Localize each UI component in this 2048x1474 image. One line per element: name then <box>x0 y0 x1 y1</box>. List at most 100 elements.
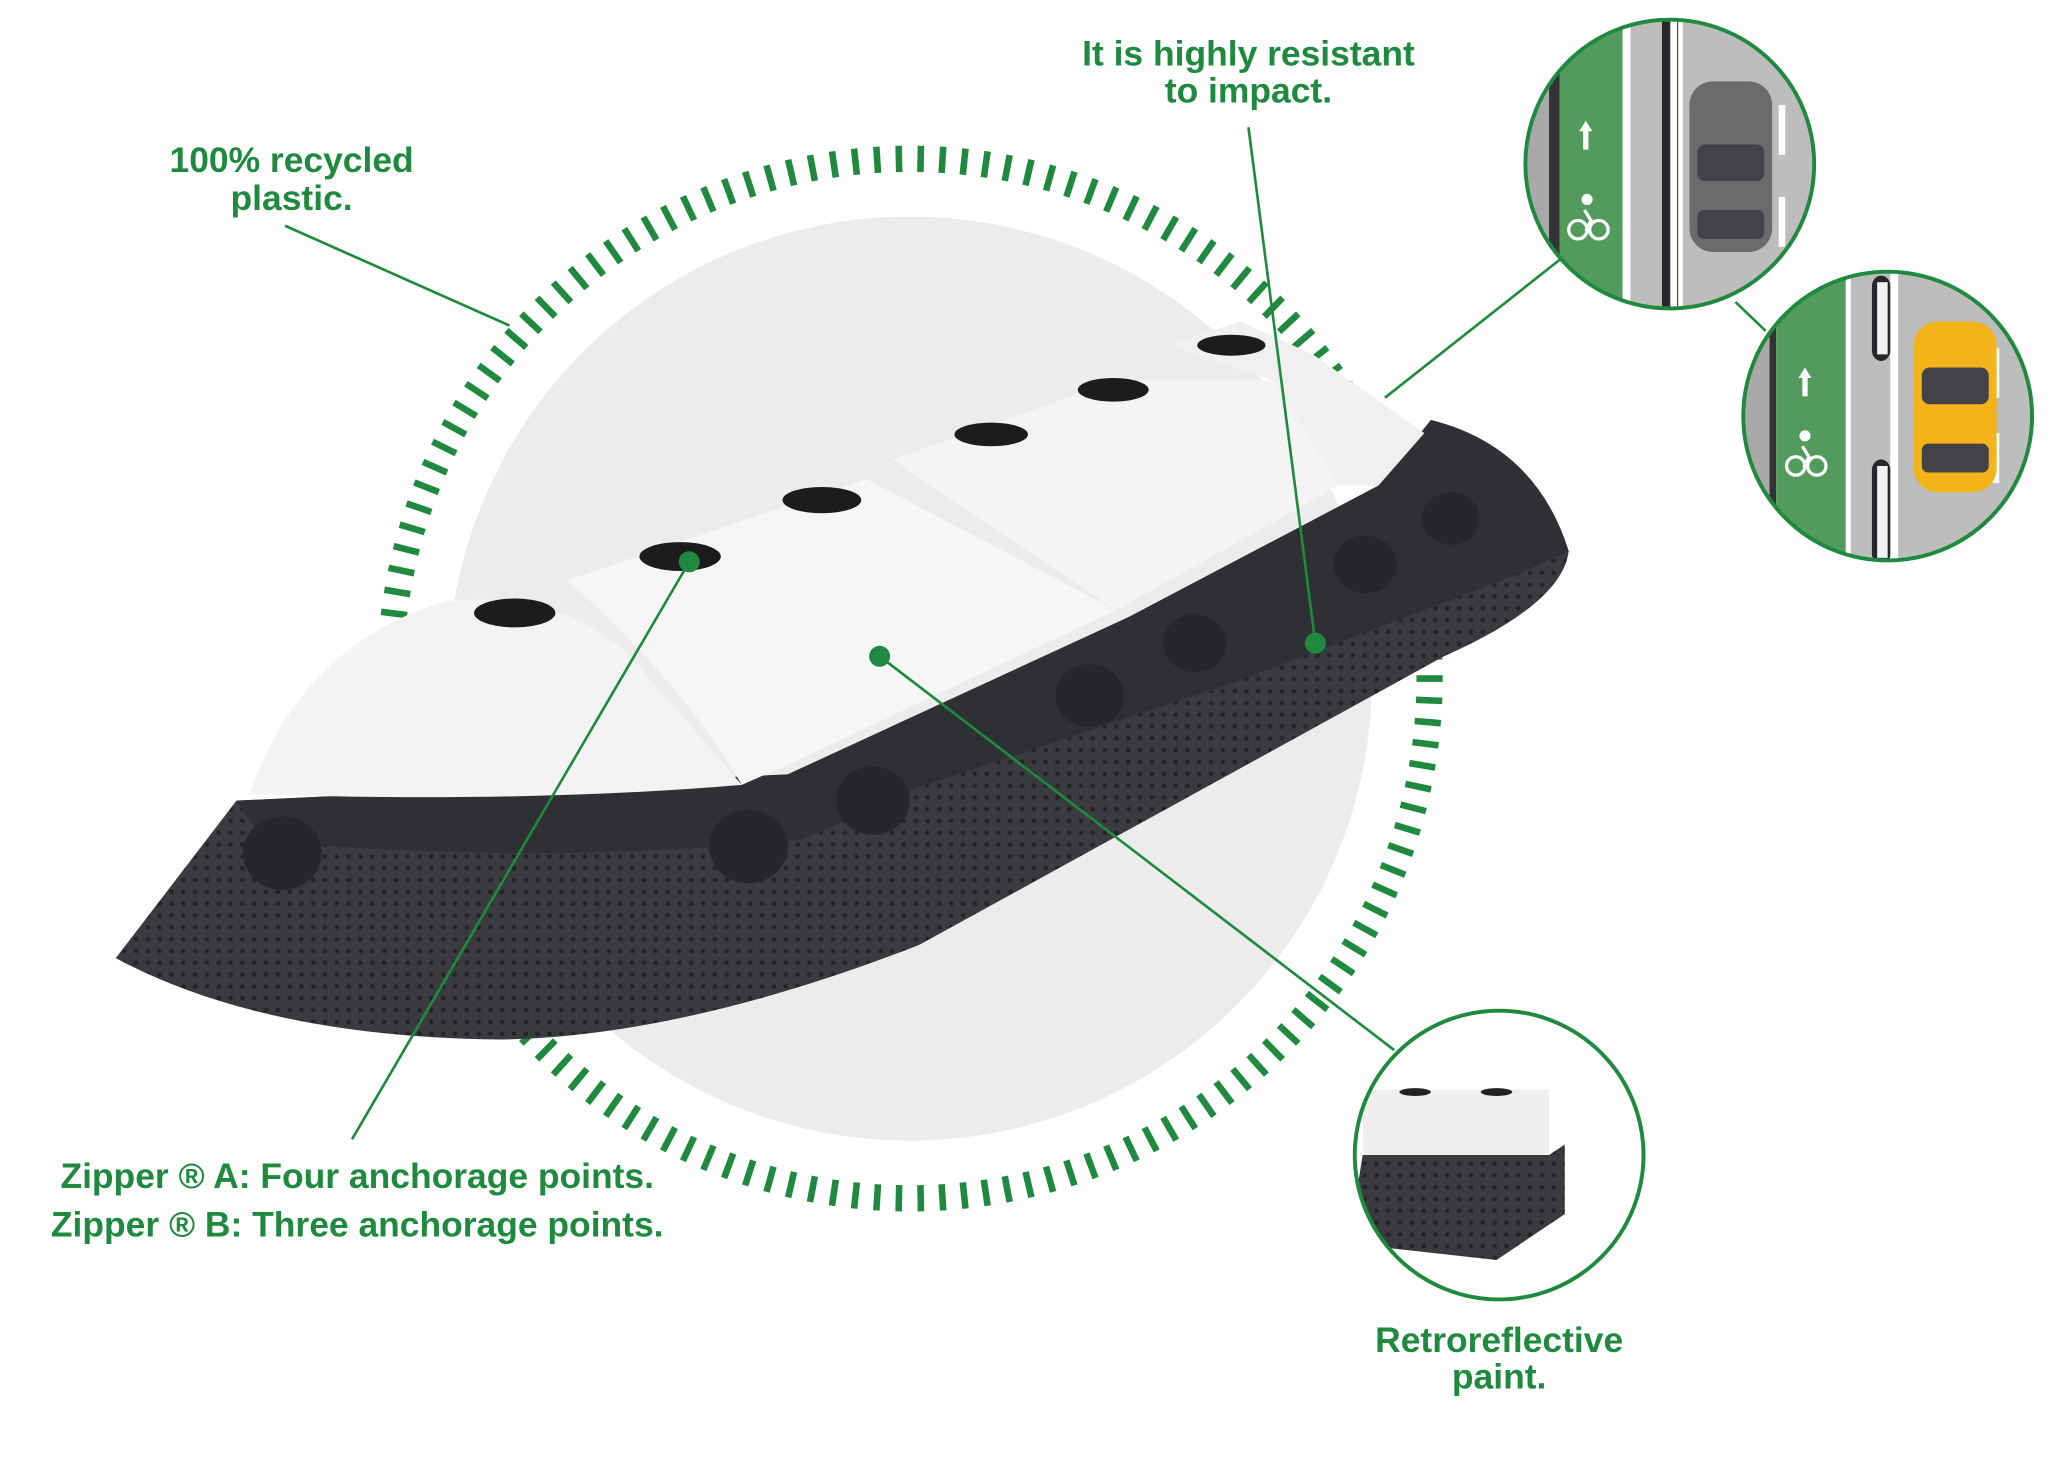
ring-dash <box>660 1126 678 1153</box>
ring-dash <box>763 1165 777 1193</box>
marker-dot-anchor <box>678 551 700 573</box>
ring-dash <box>959 1182 969 1209</box>
ring-dash <box>1213 252 1235 278</box>
ring-dash <box>1022 159 1035 187</box>
ring-dash <box>1261 1038 1286 1062</box>
ring-dash <box>742 1159 757 1187</box>
ring-dash <box>567 265 590 291</box>
ring-dash <box>784 159 798 187</box>
ring-dash <box>1230 1066 1253 1092</box>
car-icon <box>1913 321 1997 493</box>
ring-dash <box>602 239 624 265</box>
marker-dot-paint <box>869 645 891 667</box>
ring-dash <box>1063 170 1078 198</box>
ring-dash <box>1291 327 1316 351</box>
ring-dash <box>895 1185 903 1212</box>
ring-dash <box>431 438 458 457</box>
ring-dash <box>398 521 426 536</box>
ring-dash <box>917 1185 925 1212</box>
label-retroreflective-line-2: paint. <box>1452 1357 1546 1397</box>
label-zipper-a: Zipper ® A: Four anchorage points. <box>60 1156 654 1196</box>
ring-dash <box>763 164 777 192</box>
label-impact-line-2: to impact. <box>1165 70 1332 110</box>
ring-dash <box>1341 938 1368 958</box>
label-recycled-line-2: plastic. <box>231 178 353 218</box>
ring-dash <box>534 1038 558 1062</box>
ring-dash <box>602 1092 624 1119</box>
ring-dash <box>1414 717 1442 727</box>
ring-dash <box>621 1104 642 1131</box>
ring-dash <box>387 564 415 577</box>
ring-dash <box>700 186 717 213</box>
ring-dash <box>1103 186 1120 213</box>
ring-dash <box>1063 1159 1078 1187</box>
ring-dash <box>828 150 840 178</box>
ring-dash <box>1141 1126 1160 1153</box>
retroreflective-detail-circle <box>1352 1008 1646 1302</box>
ring-dash <box>1291 1007 1316 1030</box>
ring-dash <box>1408 759 1436 771</box>
ring-dash <box>1122 1135 1140 1163</box>
ring-dash <box>700 1144 717 1172</box>
label-impact-line-1: It is highly resistant <box>1082 34 1415 74</box>
ring-dash <box>1362 900 1389 919</box>
ring-dash <box>519 311 543 335</box>
ring-dash <box>1001 154 1013 182</box>
ring-dash <box>959 148 969 176</box>
ring-dash <box>421 458 449 476</box>
ring-dash <box>640 215 660 242</box>
ring-dash <box>1352 919 1379 939</box>
ring-dash <box>1022 1171 1035 1199</box>
ring-dash <box>1196 1092 1217 1119</box>
ring-dash <box>784 1171 798 1199</box>
ring-dash <box>550 1052 574 1077</box>
ring-dash <box>1196 239 1217 265</box>
ring-dash <box>585 1080 607 1106</box>
ring-dash <box>917 145 925 173</box>
product-base <box>115 420 1569 1040</box>
ring-dash <box>550 280 574 305</box>
product-top-block-1 <box>249 599 742 798</box>
ring-dash <box>980 1179 991 1207</box>
ring-dash <box>392 542 420 556</box>
ring-dash <box>1141 204 1160 232</box>
ring-dash <box>640 1115 660 1142</box>
product-top-block-4 <box>1168 321 1425 486</box>
ring-dash <box>1304 990 1330 1013</box>
ring-dash <box>1230 265 1253 291</box>
car-icon <box>1689 81 1773 253</box>
ring-dash <box>742 170 757 198</box>
ring-dash <box>938 1184 947 1211</box>
zipper-product-image <box>115 321 1569 1040</box>
bicycle-icon <box>1567 193 1610 241</box>
ring-dash <box>1276 311 1301 335</box>
ring-dash <box>720 1152 737 1180</box>
ring-dash <box>1103 1144 1120 1172</box>
ring-dash <box>621 226 642 253</box>
ring-dash <box>1276 1023 1301 1046</box>
ring-dash <box>476 362 502 384</box>
ring-dash <box>1317 973 1343 995</box>
ring-dash <box>567 1066 590 1092</box>
ring-dash <box>585 252 607 278</box>
label-zipper-b: Zipper ® B: Three anchorage points. <box>51 1204 664 1244</box>
ring-dash <box>1178 1104 1199 1131</box>
ring-dash <box>806 1175 819 1203</box>
ring-dash <box>1261 295 1286 319</box>
ring-dash <box>873 1184 882 1211</box>
ring-dash <box>1001 1175 1013 1203</box>
ring-dash <box>405 500 433 516</box>
ring-dash <box>806 154 819 182</box>
road-view-circle-2 <box>1741 269 2035 563</box>
arrow-up-icon <box>1798 367 1812 397</box>
ring-dash <box>504 327 529 351</box>
ring-dash <box>380 608 408 619</box>
ring-dash <box>1213 1080 1235 1106</box>
ring-dash <box>1246 280 1269 305</box>
ring-dash <box>679 195 698 222</box>
ring-dash <box>1122 195 1140 222</box>
ring-dash <box>1412 738 1439 749</box>
ring-dash <box>850 148 861 176</box>
ring-dash <box>441 418 468 438</box>
